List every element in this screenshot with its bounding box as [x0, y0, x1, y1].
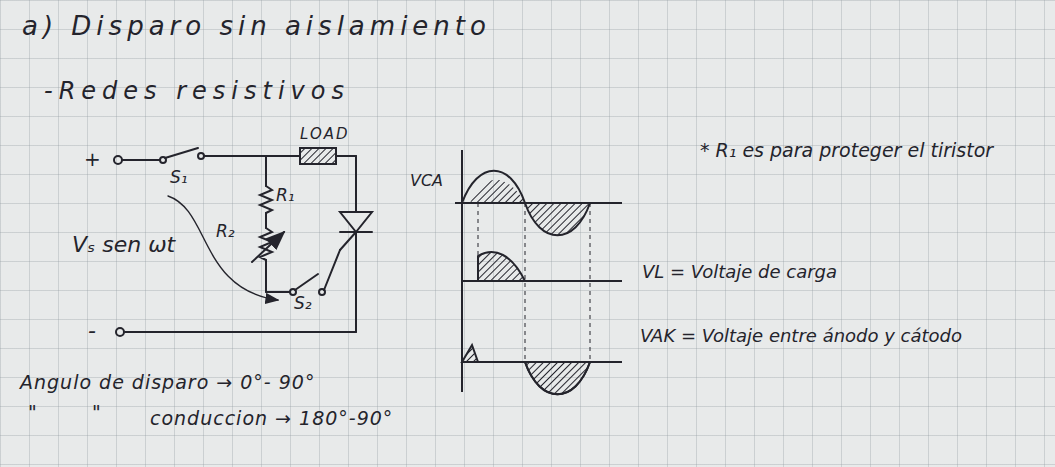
resistor-label: R₁	[276, 186, 295, 206]
switch-label: S₂	[294, 294, 312, 314]
signal-legend: VL = Voltaje de carga	[642, 262, 837, 283]
load-label: LOAD	[300, 126, 350, 143]
signal-legend: VAK = Voltaje entre ánodo y cátodo	[640, 326, 970, 347]
terminal-sign: +	[84, 148, 101, 171]
note-text: conduccion → 180°-90°	[150, 408, 393, 430]
ditto-mark: "	[28, 402, 37, 424]
note-text: * R₁ es para proteger el tiristor	[700, 140, 1045, 162]
ditto-mark: "	[92, 402, 101, 424]
terminal-sign: -	[88, 318, 96, 343]
resistor-label: R₂	[216, 222, 235, 242]
note-text: Angulo de disparo → 0°- 90°	[20, 372, 315, 394]
signal-name: VCA	[410, 172, 443, 190]
section-heading: -Redes resistivos	[44, 78, 350, 106]
switch-label: S₁	[170, 168, 188, 188]
source-label: Vₛ sen ωt	[72, 232, 175, 257]
waveforms	[455, 150, 622, 394]
page-title: a) Disparo sin aislamiento	[22, 12, 491, 42]
